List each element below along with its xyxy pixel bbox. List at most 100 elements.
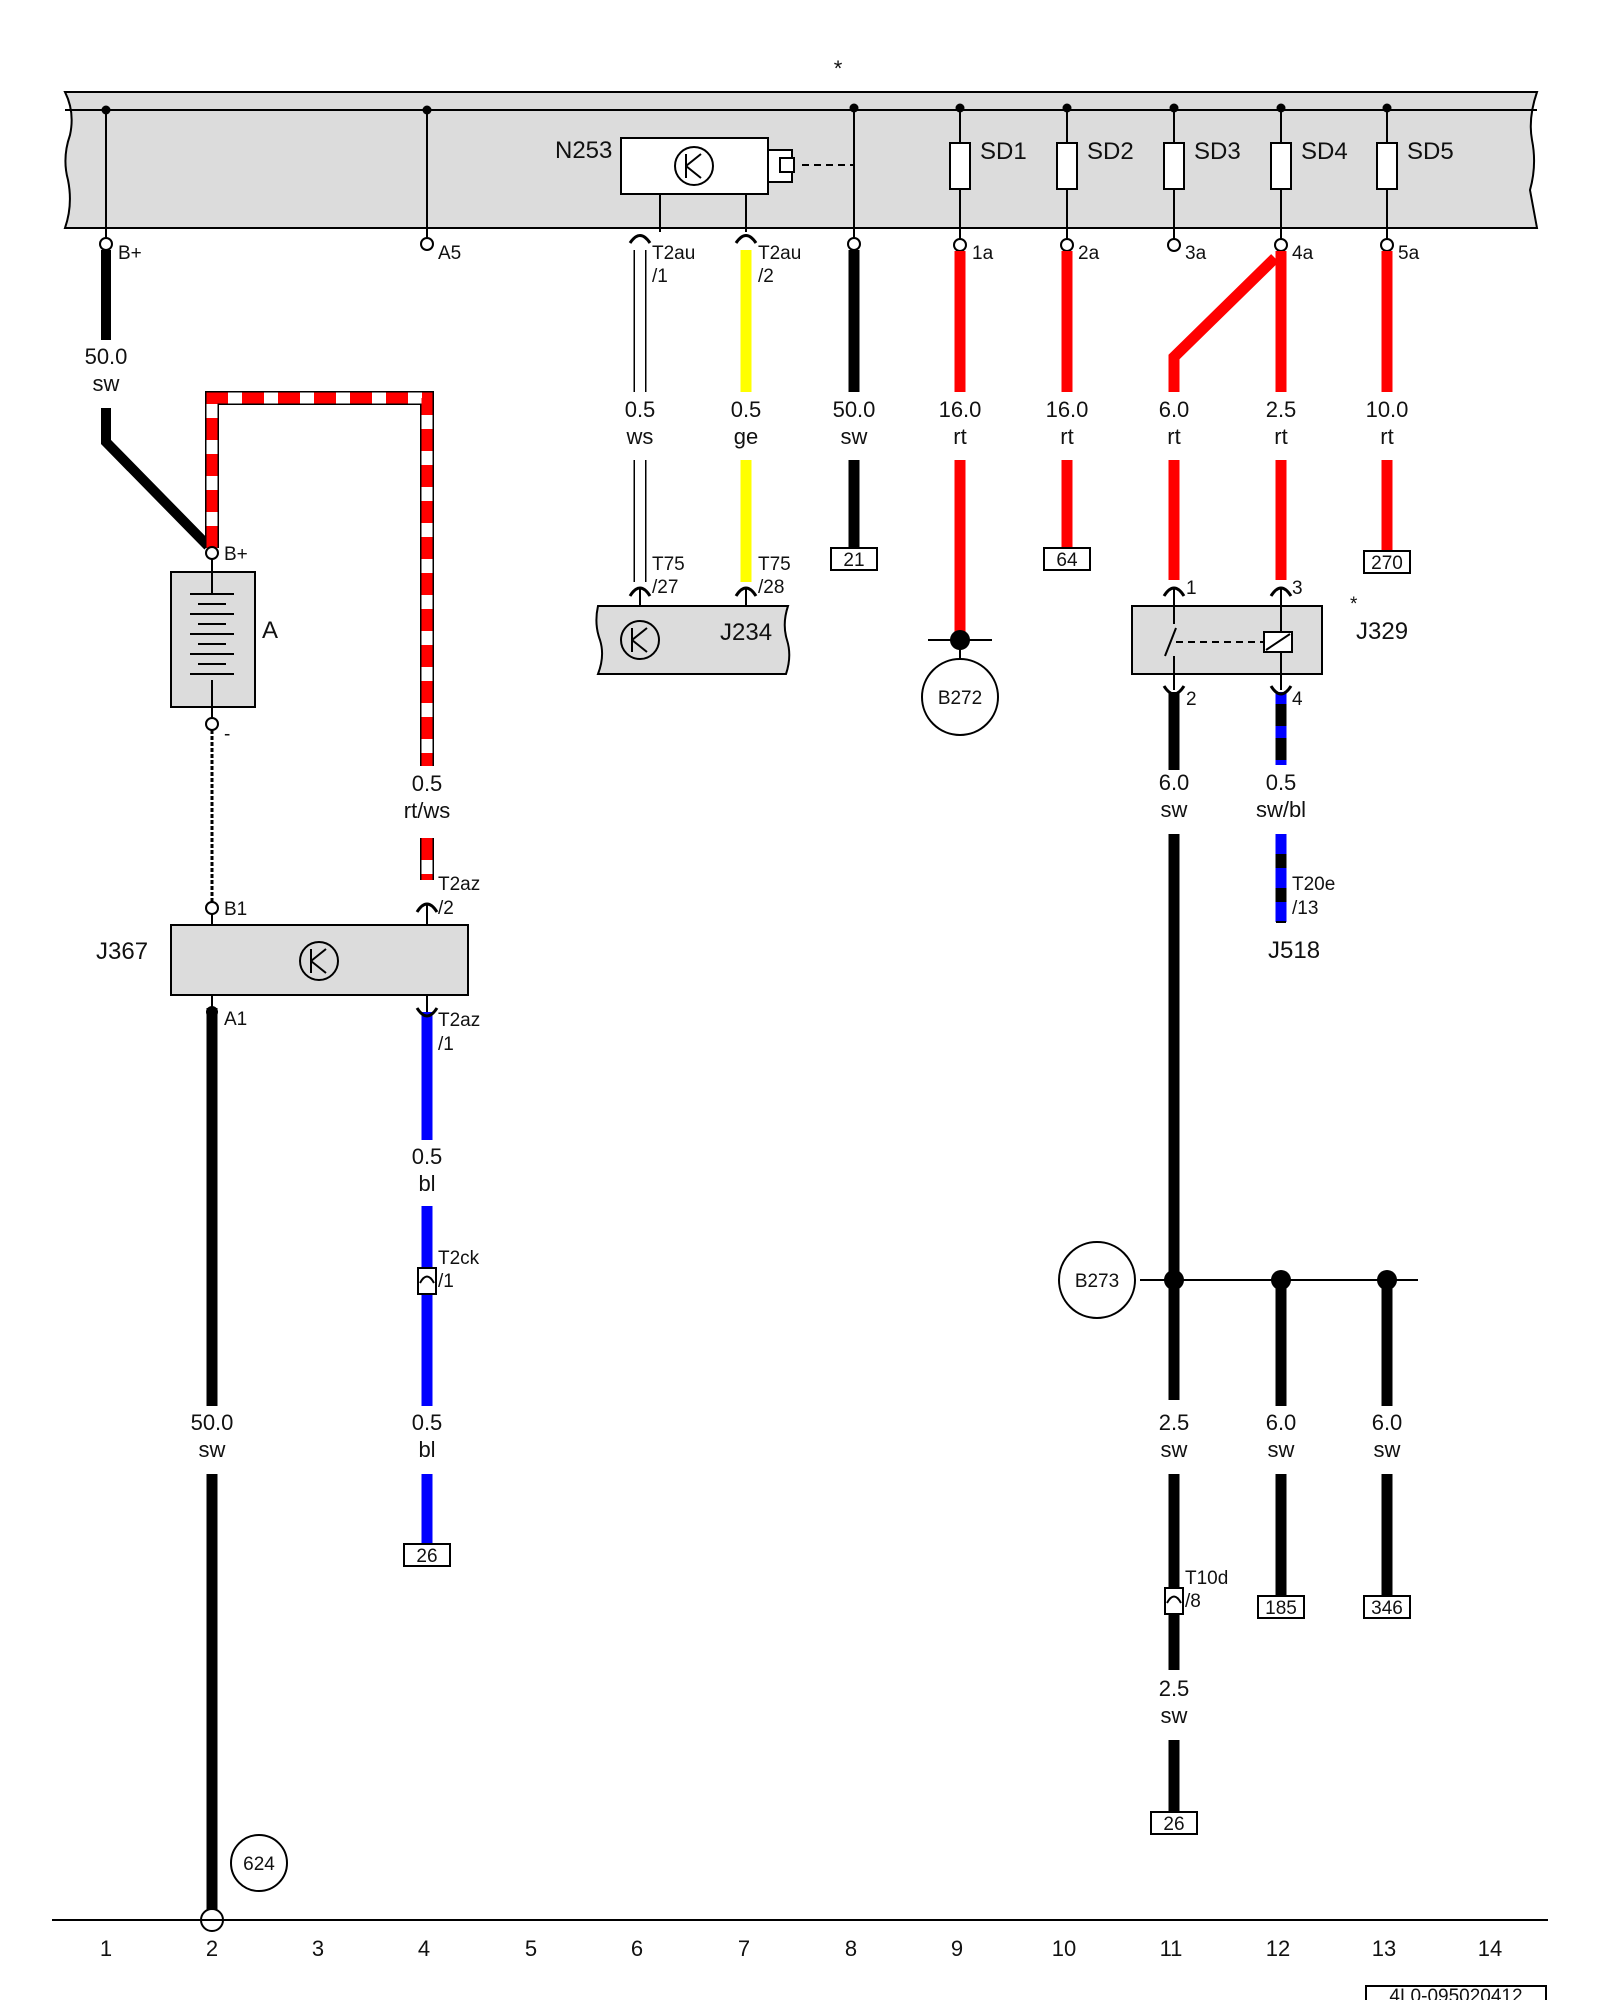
j367-label: J367 [96,938,148,965]
svg-text:T2az: T2az [438,874,480,895]
svg-text:9: 9 [951,1936,963,1961]
svg-text:185: 185 [1265,1598,1297,1619]
fuse-sd3 [1163,103,1185,242]
svg-text:sw: sw [841,424,868,449]
fuse-box-internals [101,103,1398,242]
svg-text:64: 64 [1056,550,1078,571]
fuse-box-panel [63,91,1539,229]
wire-bplus-lower [101,408,212,550]
svg-text:0.5: 0.5 [412,1144,443,1169]
wire-labels: 50.0 sw 0.5 rt/ws 0.5 ws 0.5 ge 50.0 sw … [85,344,1409,1728]
j518-label: J518 [1268,937,1320,964]
ref-26-b: 26 [1150,1811,1198,1835]
svg-text:11: 11 [1160,1936,1183,1961]
svg-text:1: 1 [1186,578,1197,599]
svg-text:10.0: 10.0 [1366,397,1409,422]
svg-text:5: 5 [525,1936,537,1961]
svg-text:/1: /1 [438,1034,454,1055]
ref-270: 270 [1363,550,1411,574]
svg-text:0.5: 0.5 [731,397,762,422]
svg-text:8: 8 [845,1936,857,1961]
svg-text:rt: rt [953,424,966,449]
ref-185: 185 [1257,1595,1305,1619]
fuse-sd4-label: SD4 [1301,138,1348,165]
svg-text:rt: rt [1380,424,1393,449]
svg-text:50.0: 50.0 [191,1410,234,1435]
svg-text:0.5: 0.5 [1266,770,1297,795]
svg-text:T2ck: T2ck [438,1248,480,1269]
svg-text:T10d: T10d [1185,1568,1228,1589]
terminal-bplus: B+ [118,243,142,264]
connector-t2az-2 [415,902,439,925]
svg-text:sw/bl: sw/bl [1256,797,1306,822]
fuse-sd3-label: SD3 [1194,138,1241,165]
svg-text:bl: bl [418,1171,435,1196]
svg-text:2.5: 2.5 [1159,1410,1190,1435]
j329-label: J329 [1356,618,1408,645]
svg-text:4L0-095020412: 4L0-095020412 [1389,1986,1522,2000]
ref-21: 21 [830,547,878,571]
j367-a1-label: A1 [224,1009,247,1030]
svg-text:/1: /1 [438,1271,454,1292]
j234-label: J234 [720,619,772,646]
svg-text:T2az: T2az [438,1010,480,1031]
svg-text:6.0: 6.0 [1159,770,1190,795]
svg-text:0.5: 0.5 [412,771,443,796]
svg-text:13: 13 [1372,1936,1396,1961]
ground-624-label: 624 [243,1854,275,1875]
svg-text:0.5: 0.5 [625,397,656,422]
svg-text:rt/ws: rt/ws [404,798,450,823]
svg-text:/2: /2 [438,898,454,919]
svg-text:270: 270 [1371,553,1403,574]
terminal-a5: A5 [438,243,461,264]
svg-text:sw: sw [1161,1437,1188,1462]
ref-64: 64 [1043,547,1091,571]
svg-text:4: 4 [1292,689,1303,710]
wire-3a [1168,254,1279,392]
terminal-3a: 3a [1185,243,1207,264]
svg-text:/27: /27 [652,577,678,598]
b273-label: B273 [1075,1271,1119,1292]
fuse-sd2-label: SD2 [1087,138,1134,165]
axis-numbers: 1 2 3 4 5 6 7 8 9 10 11 12 13 14 [100,1936,1502,1961]
svg-text:3: 3 [1292,578,1303,599]
svg-text:16.0: 16.0 [939,397,982,422]
svg-text:T2au: T2au [652,243,695,264]
svg-text:50.0: 50.0 [85,344,128,369]
terminal-2a: 2a [1078,243,1100,264]
connector-t2ck [417,1267,437,1295]
svg-text:16.0: 16.0 [1046,397,1089,422]
ref-346: 346 [1363,1595,1411,1619]
svg-text:sw: sw [1374,1437,1401,1462]
svg-text:rt: rt [1274,424,1287,449]
svg-text:6.0: 6.0 [1159,397,1190,422]
svg-text:sw: sw [1161,1703,1188,1728]
svg-text:/1: /1 [652,266,668,287]
fuse-sd4 [1270,103,1292,242]
fuse-sd2 [1056,103,1078,242]
connector-t2au-1 [628,234,652,244]
svg-text:0.5: 0.5 [412,1410,443,1435]
svg-text:2.5: 2.5 [1266,397,1297,422]
svg-text:6.0: 6.0 [1266,1410,1297,1435]
connector-t10d [1164,1587,1184,1615]
svg-text:rt: rt [1060,424,1073,449]
svg-text:50.0: 50.0 [833,397,876,422]
svg-text:3: 3 [312,1936,324,1961]
fuse-sd1 [949,103,971,242]
battery-plus-label: B+ [224,544,248,565]
svg-text:T75: T75 [652,554,685,575]
svg-text:ge: ge [734,424,758,449]
svg-text:12: 12 [1266,1936,1290,1961]
terminal-5a: 5a [1398,243,1420,264]
svg-text:rt: rt [1167,424,1180,449]
svg-text:2.5: 2.5 [1159,1676,1190,1701]
j329-marker: * [1350,594,1358,615]
fuse-sd5-label: SD5 [1407,138,1454,165]
svg-text:10: 10 [1052,1936,1076,1961]
svg-text:sw: sw [93,371,120,396]
j367-b1-label: B1 [224,899,247,920]
svg-text:26: 26 [416,1546,437,1567]
top-marker: * [834,56,843,81]
fuse-sd5 [1376,103,1398,242]
